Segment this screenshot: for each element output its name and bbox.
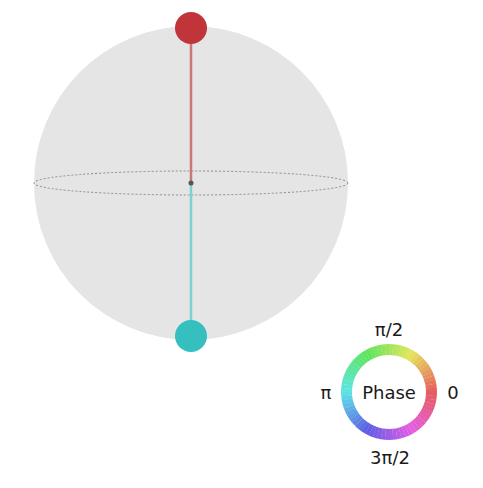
wheel-segment (426, 392, 437, 396)
state-line (190, 183, 193, 336)
phase-tick: π (321, 384, 332, 402)
center-dot (189, 181, 194, 186)
wheel-segment (389, 344, 393, 355)
wheel-segment (341, 388, 352, 392)
state-line (190, 28, 193, 183)
state-dot (175, 12, 207, 44)
phase-tick: 3π/2 (370, 449, 410, 467)
sphere (34, 26, 348, 340)
wheel-title: Phase (362, 384, 416, 402)
wheel-segment (385, 429, 389, 440)
state-dot (175, 320, 207, 352)
phase-tick: π/2 (375, 321, 403, 339)
phase-tick: 0 (447, 384, 458, 402)
phase-wheel (341, 344, 437, 440)
